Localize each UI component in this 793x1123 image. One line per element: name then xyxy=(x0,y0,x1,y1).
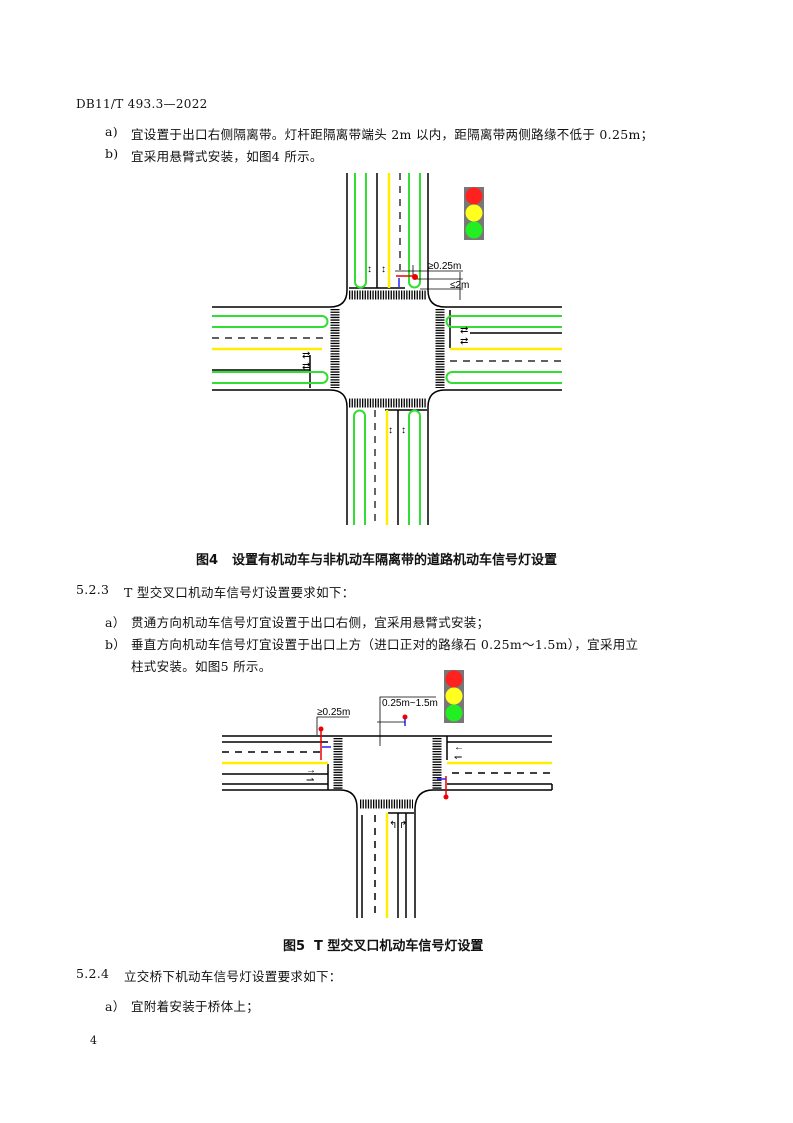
fig5-dim-offset: ≥0.25m xyxy=(317,707,350,718)
item-a-marker: a） xyxy=(105,615,126,630)
section-523-title: T 型交叉口机动车信号灯设置要求如下： xyxy=(124,585,355,600)
traffic-light-icon xyxy=(444,670,464,723)
figure5-label: 图5 xyxy=(283,939,306,954)
signal-pole-icon xyxy=(318,714,449,800)
item-a-marker: a） xyxy=(105,999,126,1014)
svg-text:⇄: ⇄ xyxy=(460,325,468,336)
svg-text:→: → xyxy=(306,765,316,776)
svg-text:↕: ↕ xyxy=(381,264,386,275)
item-a-text: 宜设置于出口右侧隔离带。灯杆距隔离带端头 2m 以内，距隔离带两侧路缘不低于 0… xyxy=(131,127,654,142)
doc-id-header: DB11/T 493.3—2022 xyxy=(76,97,208,111)
signal-pole-icon xyxy=(412,274,418,280)
section-524-title: 立交桥下机动车信号灯设置要求如下： xyxy=(124,969,342,984)
item-b-marker: b) xyxy=(105,146,119,161)
page-number: 4 xyxy=(90,1034,98,1047)
figure4-label: 图4 xyxy=(196,553,219,568)
section-523-number: 5.2.3 xyxy=(76,582,110,597)
fig5-dim-range: 0.25m~1.5m xyxy=(382,698,438,709)
figure5-caption: T 型交叉口机动车信号灯设置 xyxy=(314,939,484,954)
item-b-text: 宜采用悬臂式安装，如图4 所示。 xyxy=(131,149,323,164)
svg-text:↕: ↕ xyxy=(367,264,372,275)
item-a-marker: a) xyxy=(105,124,118,139)
item-b-marker: b） xyxy=(105,637,127,652)
fig4-dim-offset: ≥0.25m xyxy=(428,261,461,272)
svg-text:⇄: ⇄ xyxy=(302,350,310,361)
fig4-dim-distance: ≤2m xyxy=(450,280,469,291)
figure5-t-junction-diagram: →⇀ ←↽ ↰↱ ≥0.25m 0.25m~1.5m xyxy=(222,670,553,918)
svg-text:↽: ↽ xyxy=(454,752,462,763)
traffic-light-icon xyxy=(464,187,484,240)
svg-text:↱: ↱ xyxy=(399,820,407,831)
crosswalks xyxy=(330,290,445,408)
item-a-text: 贯通方向机动车信号灯宜设置于出口右侧，宜采用悬臂式安装； xyxy=(131,615,490,630)
svg-text:↕: ↕ xyxy=(388,425,393,436)
item-a-text: 宜附着安装于桥体上； xyxy=(131,999,260,1014)
svg-text:⇀: ⇀ xyxy=(306,775,314,786)
item-b-text: 垂直方向机动车信号灯宜设置于出口上方（进口正对的路缘石 0.25m～1.5m），… xyxy=(131,637,639,652)
svg-text:↕: ↕ xyxy=(401,425,406,436)
figure4-caption: 设置有机动车与非机动车隔离带的道路机动车信号灯设置 xyxy=(232,553,558,568)
road-edge xyxy=(212,173,348,308)
svg-text:⇄: ⇄ xyxy=(302,361,310,372)
svg-text:⇄: ⇄ xyxy=(460,336,468,347)
item-b-continuation: 柱式安装。如图5 所示。 xyxy=(131,659,272,674)
svg-text:←: ← xyxy=(454,742,464,753)
svg-text:↰: ↰ xyxy=(389,820,397,831)
section-524-number: 5.2.4 xyxy=(76,966,110,981)
figure4-intersection-diagram: ↕↕ ↕↕ ⇄⇄ ⇄⇄ ≥0.25m ≤2m xyxy=(212,173,562,525)
